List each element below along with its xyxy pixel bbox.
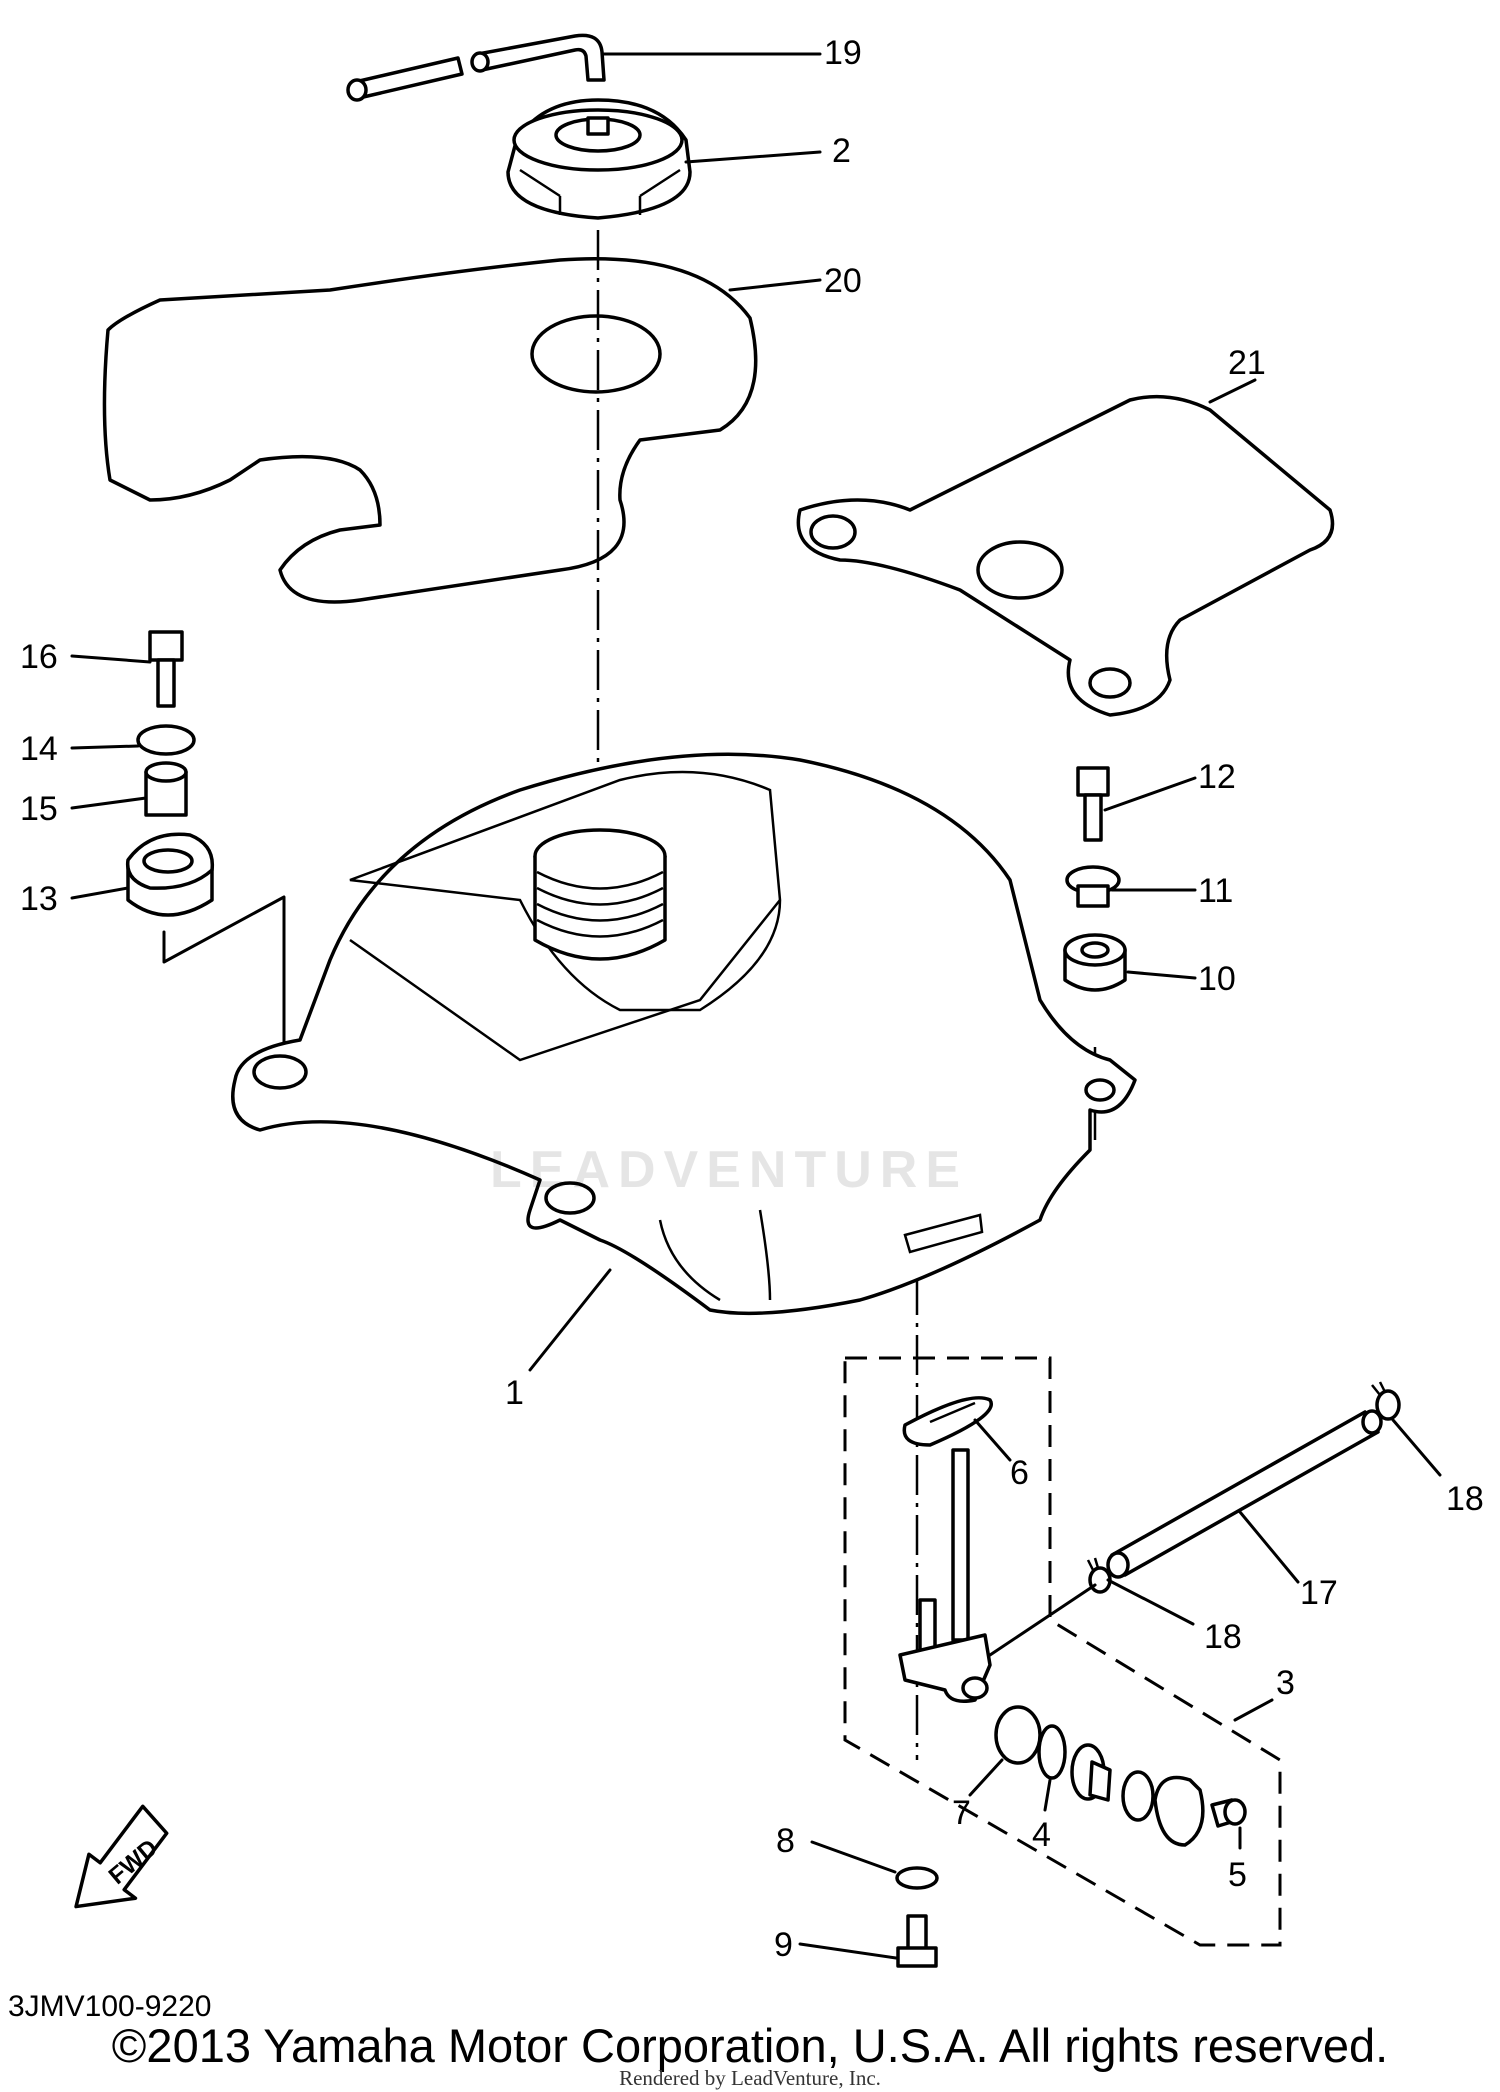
- callout-9: 9: [774, 1926, 793, 1964]
- callout-8: 8: [776, 1822, 795, 1860]
- fuel-cock-assembly-box-part-3: [843, 1356, 1282, 1947]
- callout-19: 19: [824, 34, 862, 72]
- callout-13: 13: [20, 880, 58, 918]
- damper-part-10: [1063, 933, 1127, 992]
- fwd-arrow-icon: FWD: [74, 1804, 169, 1909]
- bolt-part-16: [148, 630, 184, 708]
- washer-part-8: [895, 1866, 939, 1890]
- callout-14: 14: [20, 730, 58, 768]
- callout-10: 10: [1198, 960, 1236, 998]
- screw-part-9: [896, 1914, 938, 1968]
- cover-plate: [1153, 1775, 1205, 1847]
- gasket-plate-part-21: [796, 394, 1335, 717]
- callout-11: 11: [1198, 872, 1233, 910]
- callout-15: 15: [20, 790, 58, 828]
- callout-16: 16: [20, 638, 58, 676]
- callout-2: 2: [832, 132, 851, 170]
- callout-18-upper: 18: [1446, 1480, 1484, 1518]
- page-code: 3JMV100-9220: [8, 1990, 212, 2023]
- hose-connection-line: [988, 1583, 1097, 1657]
- callout-6: 6: [1010, 1454, 1029, 1492]
- watermark: LEADVENTURE: [490, 1141, 969, 1199]
- callout-18-lower: 18: [1204, 1618, 1242, 1656]
- gasket-part-6: [902, 1396, 993, 1447]
- rendered-by-notice: Rendered by LeadVenture, Inc.: [619, 2066, 881, 2090]
- copyright-notice: ©2013 Yamaha Motor Corporation, U.S.A. A…: [111, 2019, 1389, 2072]
- tank-pad-part-20: [102, 256, 758, 604]
- callout-21: 21: [1228, 344, 1266, 382]
- callout-labels: 19 2 20 21 16 14 15 13 12 11 10 1 6 18 1…: [20, 34, 1484, 1964]
- callout-3: 3: [1276, 1664, 1295, 1702]
- callout-1: 1: [505, 1374, 524, 1412]
- leader-lines: [70, 52, 1442, 1960]
- callout-17: 17: [1300, 1574, 1338, 1612]
- callout-20: 20: [824, 262, 862, 300]
- washer-part-14: [136, 724, 196, 756]
- wave-washer: [1121, 1770, 1155, 1822]
- fuel-cap-part-2: [506, 98, 692, 220]
- fuel-tank-part-1: [231, 752, 1137, 1316]
- callout-7: 7: [952, 1794, 971, 1832]
- lever-part: [1070, 1743, 1112, 1802]
- callout-4: 4: [1032, 1816, 1051, 1854]
- fuel-cock-body: [898, 1448, 992, 1703]
- collar-part-15: [144, 761, 188, 817]
- bolt-part-12: [1076, 766, 1110, 842]
- damper-part-13: [125, 832, 215, 917]
- o-ring-part-4: [1037, 1724, 1067, 1780]
- clip-part-18-upper: [1371, 1381, 1401, 1421]
- callout-12: 12: [1198, 758, 1236, 796]
- collar-part-11: [1065, 865, 1121, 908]
- vent-hose-part-19: [346, 33, 606, 102]
- callout-5: 5: [1228, 1856, 1247, 1894]
- strainer-part-7: [994, 1705, 1042, 1765]
- fuel-hose-part-17: [1106, 1409, 1383, 1579]
- screw-part-5: [1210, 1798, 1247, 1828]
